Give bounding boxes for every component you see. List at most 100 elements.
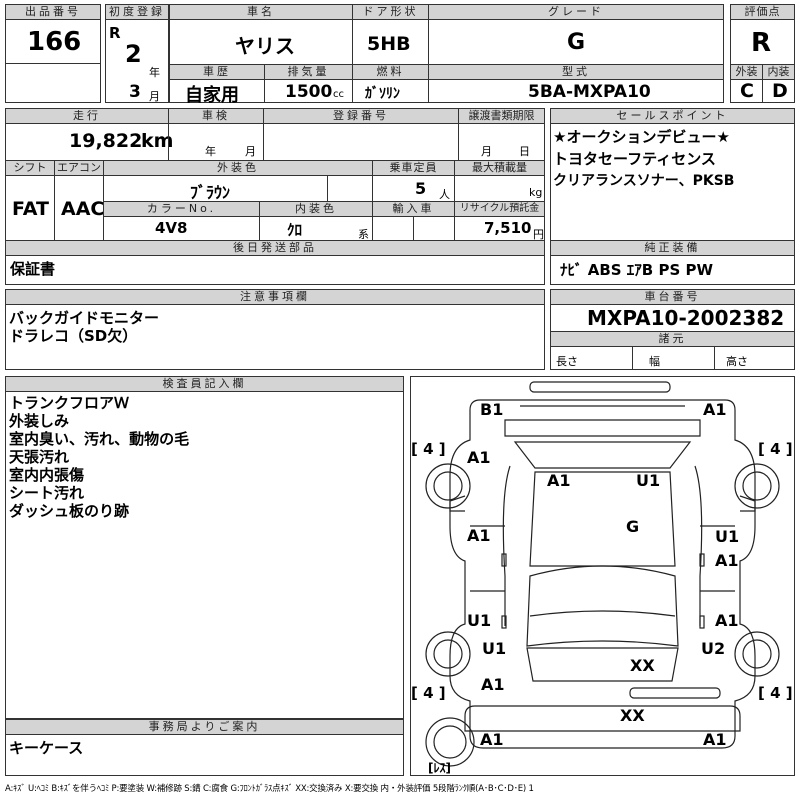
legend: A:ｷｽﾞ U:ﾍｺﾐ B:ｷｽﾞを伴うﾍｺﾐ P:要塗装 W:補修跡 S:錆 …: [5, 784, 534, 794]
dims-width-cell: [632, 346, 715, 370]
note-line: ドラレコ（SD欠）: [9, 327, 138, 345]
colorno-label: カラーNo.: [103, 201, 260, 217]
spare-tire-less: [ﾚｽ]: [428, 761, 451, 775]
reg-label: 初度登録: [105, 4, 169, 20]
sales-point-line: ★オークションデビュー★: [553, 128, 730, 146]
model-cell: [428, 79, 724, 103]
capacity-value: 5: [415, 179, 427, 198]
damage-a1-bl: A1: [480, 730, 504, 749]
header-block: 出品番号 166 初度登録 R 2 年 3 月 車名 ヤリス ドア形状 5HB …: [5, 4, 795, 106]
inspector-line: 天張汚れ: [9, 448, 70, 466]
door-value: 5HB: [367, 33, 411, 55]
displacement-unit: cc: [333, 89, 344, 100]
damage-a1-rd: A1: [715, 551, 739, 570]
load-label: 最大積載量: [454, 160, 545, 176]
inspector-line: ダッシュ板のり跡: [9, 502, 130, 520]
damage-a1-rr: A1: [715, 611, 739, 630]
damage-a1-ld: A1: [467, 526, 491, 545]
recycle-unit: 円: [533, 228, 544, 241]
genuine-value: ﾅﾋﾞ ABS ｴｱB PS PW: [560, 261, 714, 279]
ac-value: AAC: [61, 198, 105, 220]
model-value: 5BA-MXPA10: [528, 82, 651, 102]
transfer-month: 月: [481, 145, 492, 158]
car-diagram: [425, 381, 780, 767]
int-color-unit: 系: [358, 228, 369, 241]
damage-u1-rd: U1: [715, 527, 740, 546]
exterior-value: C: [740, 80, 754, 102]
damage-a1-fl: A1: [467, 448, 491, 467]
damage-b1: B1: [480, 400, 504, 419]
fuel-value: ｶﾞｿﾘﾝ: [365, 86, 400, 102]
model-label: 型式: [428, 64, 724, 80]
dims-length: 長さ: [556, 355, 578, 368]
genuine-cell: [550, 255, 795, 285]
tire-mark-fl: [ 4 ]: [411, 440, 446, 458]
score-label: 評価点: [730, 4, 795, 20]
dims-width: 幅: [649, 355, 660, 368]
import-label: 輸入車: [372, 201, 455, 217]
displacement-label: 排気量: [264, 64, 353, 80]
sales-points-label: セールスポイント: [550, 108, 795, 124]
grade-value: G: [567, 30, 586, 55]
damage-xx-trunk: XX: [630, 656, 655, 675]
damage-a1-tr: A1: [703, 400, 727, 419]
damage-u1-lr: U1: [467, 611, 492, 630]
lot-number: 166: [27, 27, 82, 57]
tire-mark-rl: [ 4 ]: [411, 684, 446, 702]
lot-blank-cell: [5, 63, 101, 103]
regno-cell: [263, 123, 459, 165]
door-label: ドア形状: [352, 4, 429, 20]
damage-xx-rear: XX: [620, 706, 645, 725]
car-name: ヤリス: [235, 34, 295, 58]
fuel-label: 燃料: [352, 64, 429, 80]
inspection-month: 月: [245, 145, 256, 158]
history-label: 車歴: [169, 64, 265, 80]
car-name-label: 車名: [169, 4, 353, 20]
transfer-day: 日: [519, 145, 530, 158]
color-value: ﾌﾞﾗｳﾝ: [190, 183, 231, 202]
int-color-cell: [259, 216, 373, 241]
tire-mark-rr: [ 4 ]: [758, 684, 793, 702]
genuine-label: 純正装備: [550, 240, 795, 256]
score-value: R: [751, 28, 772, 58]
int-color-value: ｸﾛ: [287, 221, 303, 239]
load-unit: kg: [529, 186, 543, 199]
mileage-value: 19,822: [69, 130, 143, 152]
later-parts-label: 後日発送部品: [5, 240, 545, 256]
chassis-value: MXPA10-2002382: [587, 306, 785, 330]
transfer-cell: [458, 123, 545, 165]
lot-label: 出品番号: [5, 4, 101, 20]
reg-month-unit: 月: [149, 90, 160, 103]
sales-point-line: クリアランスソナー、PKSB: [553, 173, 735, 189]
capacity-label: 乗車定員: [372, 160, 455, 176]
interior-value: D: [772, 80, 788, 102]
notes-label: 注意事項欄: [5, 289, 545, 305]
inspector-line: 室内臭い、汚れ、動物の毛: [9, 430, 190, 448]
inspector-line: 外装しみ: [9, 412, 70, 430]
interior-label: 内装: [762, 64, 795, 80]
import-cell-2: [413, 216, 455, 241]
tire-mark-fr: [ 4 ]: [758, 440, 793, 458]
damage-u2-rq: U2: [701, 639, 726, 658]
office-value: キーケース: [9, 739, 84, 757]
displacement-value: 1500: [285, 82, 333, 102]
shift-label: シフト: [5, 160, 55, 176]
office-label: 事務局よりご案内: [5, 719, 404, 735]
vehicle-info-block: 走行 19,822 km 車検 年 月 登録番号 譲渡書類期限 月 日 シフト …: [5, 108, 545, 285]
car-diagram-frame: [410, 376, 795, 776]
history-value: 自家用: [185, 85, 239, 106]
chassis-label: 車台番号: [550, 289, 795, 305]
note-line: バックガイドモニター: [9, 309, 160, 327]
damage-a1-roof: A1: [547, 471, 571, 490]
inspector-line: トランクフロアＷ: [9, 394, 130, 412]
transfer-label: 譲渡書類期限: [458, 108, 545, 124]
damage-u1-lq: U1: [482, 639, 507, 658]
recycle-label: リサイクル預託金: [454, 201, 545, 217]
inspector-line: シート汚れ: [9, 484, 85, 502]
reg-year: 2: [125, 40, 142, 68]
notes-cell: [5, 304, 545, 370]
import-cell: [372, 216, 414, 241]
inspector-line: 室内内張傷: [9, 466, 85, 484]
dims-label: 諸元: [550, 331, 795, 347]
interior-cell: [762, 79, 795, 103]
